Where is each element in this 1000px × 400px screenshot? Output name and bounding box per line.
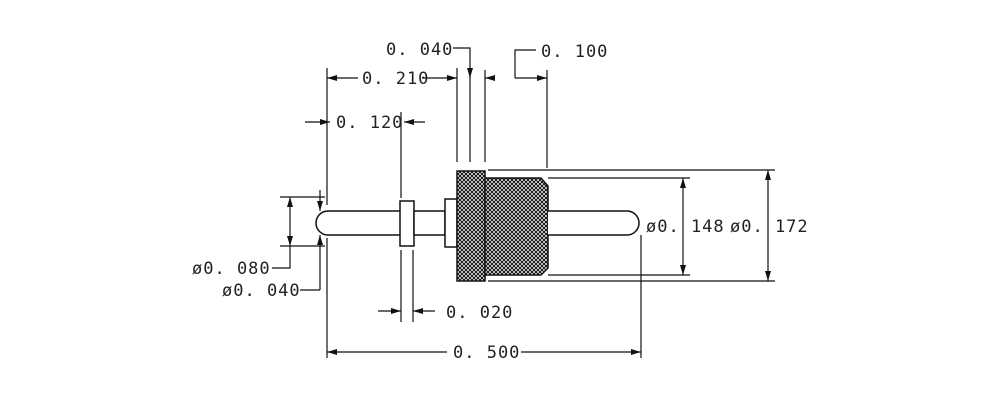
- dim-label-0040: 0. 040: [386, 40, 453, 60]
- dim-label-0210: 0. 210: [362, 69, 429, 89]
- dim-label-0020: 0. 020: [446, 303, 513, 323]
- middle-shaft: [413, 210, 446, 236]
- left-pin: [315, 210, 400, 236]
- right-pin: [548, 210, 640, 236]
- dim-label-dia-0172: ø0. 172: [730, 217, 809, 237]
- knurled-head-front: [456, 170, 486, 282]
- dim-label-0500: 0. 500: [453, 343, 520, 363]
- dimension-lines: [272, 47, 771, 355]
- dim-label-0120: 0. 120: [336, 113, 403, 133]
- step-shoulder: [444, 198, 458, 248]
- dim-label-dia-0148: ø0. 148: [646, 217, 725, 237]
- dim-label-0100: 0. 100: [541, 42, 608, 62]
- dim-label-dia-0040: ø0. 040: [222, 281, 301, 301]
- knurled-body: [484, 177, 549, 276]
- dimension-labels: 0. 040 0. 100 0. 210 0. 120 0. 020 0. 50…: [192, 40, 809, 363]
- collar: [399, 200, 415, 247]
- extension-lines: [280, 68, 775, 358]
- dim-label-dia-0080: ø0. 080: [192, 259, 271, 279]
- pin-part: [315, 170, 640, 282]
